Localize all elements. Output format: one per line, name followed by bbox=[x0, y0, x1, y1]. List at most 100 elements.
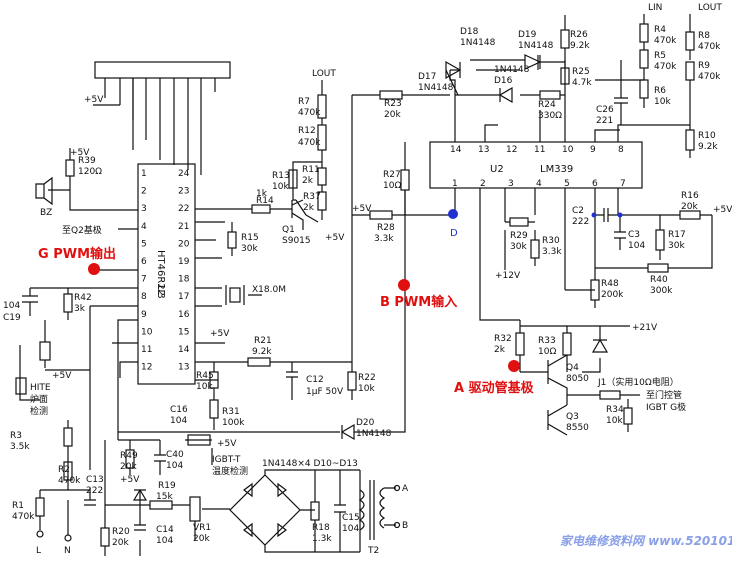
d20 bbox=[340, 423, 355, 441]
r29-ref: R29 bbox=[510, 231, 528, 241]
r22-val: 10k bbox=[358, 384, 375, 394]
r30-val: 3.3k bbox=[542, 247, 562, 257]
r14 bbox=[251, 204, 271, 214]
r27-val: 10Ω bbox=[383, 181, 401, 191]
r26-ref: R26 bbox=[570, 30, 588, 40]
c12-ref: C12 bbox=[306, 375, 324, 385]
r4-val: 470k bbox=[654, 36, 677, 46]
r31-val: 100k bbox=[222, 418, 245, 428]
r4 bbox=[639, 23, 649, 43]
r3 bbox=[63, 427, 73, 447]
driver-diode bbox=[591, 338, 609, 353]
c2-node-right bbox=[617, 212, 623, 218]
r28-ref: R28 bbox=[377, 223, 395, 233]
terminal-n bbox=[64, 534, 72, 542]
r14-val: 1k bbox=[256, 189, 268, 199]
r10-val: 9.2k bbox=[698, 142, 718, 152]
r37-ref: R37 bbox=[303, 192, 321, 202]
r31 bbox=[209, 399, 219, 419]
r4-r6-wires bbox=[595, 14, 645, 108]
d20-val: 1N4148 bbox=[356, 429, 392, 439]
r28-5v: +5V bbox=[352, 204, 372, 214]
r26 bbox=[560, 29, 570, 49]
vr1-wires bbox=[194, 508, 225, 540]
d19-ref: D19 bbox=[518, 30, 537, 40]
r22 bbox=[347, 371, 357, 391]
u2bot-pin: 1 bbox=[452, 179, 458, 189]
u2-ref: U2 bbox=[490, 164, 504, 175]
u3right-pin: 23 bbox=[178, 187, 189, 197]
u3left-pin: 1 bbox=[141, 169, 147, 179]
c14 bbox=[134, 524, 146, 531]
r39-val: 120Ω bbox=[78, 167, 102, 177]
r42-val: 3k bbox=[74, 304, 86, 314]
bottom-left-wires bbox=[104, 440, 190, 556]
lin-rail: LIN bbox=[648, 3, 662, 13]
r25-val: 4.7k bbox=[572, 78, 592, 88]
vr1 bbox=[189, 496, 201, 522]
hite-connector bbox=[39, 341, 51, 361]
r23-val: 20k bbox=[384, 110, 401, 120]
u3-pin-wires bbox=[30, 208, 248, 440]
t2-terminal-b bbox=[393, 521, 401, 529]
u3left-pin: 12 bbox=[141, 363, 152, 373]
u2-part: LM339 bbox=[540, 164, 573, 175]
d17-ref: D17 bbox=[418, 72, 436, 82]
driver-wires bbox=[519, 320, 640, 436]
r42-ref: R42 bbox=[74, 293, 92, 303]
u3left-pin: 6 bbox=[141, 257, 147, 267]
c40 bbox=[154, 454, 166, 462]
r34-ref: R34 bbox=[606, 405, 624, 415]
d20-wires bbox=[118, 190, 406, 433]
r24-ref: R24 bbox=[538, 100, 556, 110]
zener-diode bbox=[132, 488, 148, 501]
lout-rail: LOUT bbox=[312, 69, 336, 79]
hite-label-2: 炉面 bbox=[30, 393, 48, 405]
r1-val: 470k bbox=[12, 512, 35, 522]
u2-body bbox=[429, 141, 643, 189]
r16-val: 20k bbox=[681, 202, 698, 212]
d-marker bbox=[448, 209, 458, 219]
r45 bbox=[209, 371, 219, 389]
r9-val: 470k bbox=[698, 72, 721, 82]
tp-g-marker bbox=[88, 263, 100, 275]
r24-val: 330Ω bbox=[538, 111, 562, 121]
d20-ref: D20 bbox=[356, 418, 375, 428]
r37 bbox=[317, 191, 327, 211]
r17-val: 30k bbox=[668, 241, 685, 251]
r49-c40-wires bbox=[118, 439, 213, 475]
watermark: 家电维修资料网 www.520101.com bbox=[560, 534, 732, 548]
tp-g-label: G PWM输出 bbox=[38, 246, 116, 262]
q1-wires bbox=[292, 80, 323, 223]
r49-ref: R49 bbox=[120, 451, 138, 461]
vr1-ref: VR1 bbox=[193, 523, 211, 533]
r4-ref: R4 bbox=[654, 25, 666, 35]
r25-ref: R25 bbox=[572, 67, 590, 77]
u2bot-pin: 5 bbox=[564, 179, 570, 189]
r13 bbox=[288, 169, 298, 189]
r34-val: 10k bbox=[606, 416, 623, 426]
r21-ref: R21 bbox=[254, 336, 272, 346]
r3-val: 3.5k bbox=[10, 442, 30, 452]
hite-sensor bbox=[15, 377, 27, 395]
u2top-pin: 9 bbox=[590, 145, 596, 155]
d17-val: 1N4148 bbox=[418, 83, 454, 93]
r32-val: 2k bbox=[494, 345, 506, 355]
c16-val: 104 bbox=[170, 416, 187, 426]
r6-ref: R6 bbox=[654, 86, 666, 96]
igbt-t-connector bbox=[187, 434, 211, 446]
d19-val: 1N4148 bbox=[518, 41, 554, 51]
r1-wires bbox=[39, 489, 69, 535]
u3right-pin: 24 bbox=[178, 169, 190, 179]
u3right-pin: 17 bbox=[178, 292, 189, 302]
hite-label: HITE bbox=[30, 383, 51, 393]
u2bot-pin: 4 bbox=[536, 179, 542, 189]
u3right-pin: 21 bbox=[178, 222, 189, 232]
c2-c3-wires bbox=[565, 208, 713, 308]
d18-ref: D18 bbox=[460, 27, 479, 37]
r22-ref: R22 bbox=[358, 373, 376, 383]
q1-ref: Q1 bbox=[282, 225, 295, 235]
r11-ref: R11 bbox=[302, 165, 320, 175]
r17-ref: R17 bbox=[668, 230, 686, 240]
